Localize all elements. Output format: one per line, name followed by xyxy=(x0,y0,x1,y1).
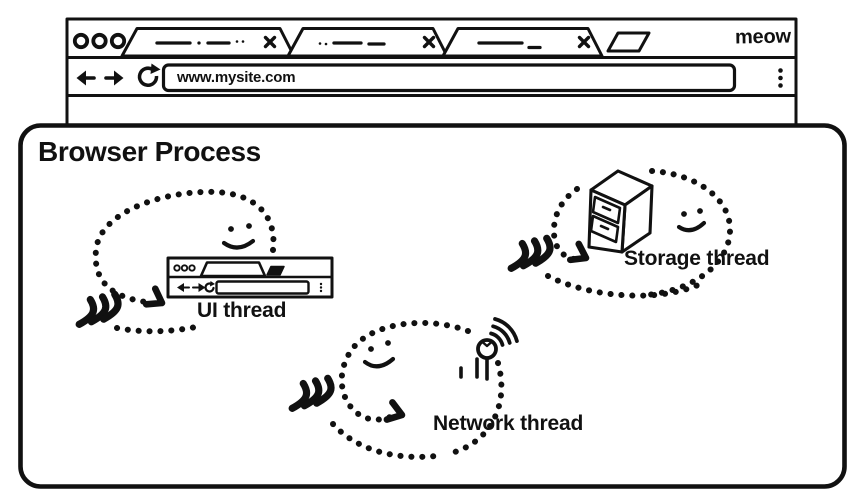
traffic-lights xyxy=(72,32,127,50)
threads-illustration xyxy=(75,168,734,460)
ui-thread-loop xyxy=(75,188,277,335)
reload-button[interactable] xyxy=(137,63,161,87)
tab-1[interactable] xyxy=(120,27,296,58)
tab-2-title-scribble xyxy=(318,41,386,46)
storage-thread-loop xyxy=(507,168,734,299)
traffic-light-button[interactable] xyxy=(109,32,127,50)
new-tab-button[interactable] xyxy=(606,31,651,53)
ui-thread-label: UI thread xyxy=(197,299,287,322)
file-cabinet-icon xyxy=(587,169,654,254)
browser-window xyxy=(65,17,798,136)
tab-3[interactable] xyxy=(441,27,604,58)
tab-3-title-scribble xyxy=(477,41,542,50)
smiley-face-icon xyxy=(676,208,707,233)
browser-process-title: Browser Process xyxy=(38,136,261,167)
tab-1-title-scribble xyxy=(155,40,245,45)
back-button[interactable] xyxy=(76,70,96,86)
forward-arrow-icon xyxy=(114,70,124,86)
smiley-face-icon xyxy=(362,340,396,369)
tab-close-icon[interactable] xyxy=(422,35,436,49)
traffic-light-button[interactable] xyxy=(91,32,108,50)
tab-2[interactable] xyxy=(286,27,449,58)
tab-close-icon[interactable] xyxy=(577,35,591,49)
url-bar[interactable] xyxy=(161,63,737,93)
storage-thread-label: Storage thread xyxy=(624,247,770,270)
tab-close-icon[interactable] xyxy=(263,35,277,49)
forward-button[interactable] xyxy=(104,70,124,86)
reload-arrowhead xyxy=(150,63,161,74)
browser-menu-icon[interactable] xyxy=(778,68,783,88)
back-arrow-icon xyxy=(76,70,86,86)
reload-icon xyxy=(137,66,159,87)
mini-browser-icon xyxy=(166,256,334,299)
antenna-icon xyxy=(459,317,519,381)
brand-text: meow xyxy=(734,25,792,49)
network-thread-loop xyxy=(288,319,505,460)
url-text[interactable]: www.mysite.com xyxy=(177,69,296,86)
network-thread-label: Network thread xyxy=(433,412,584,435)
traffic-light-button[interactable] xyxy=(72,32,90,50)
smiley-face-icon xyxy=(221,223,256,250)
